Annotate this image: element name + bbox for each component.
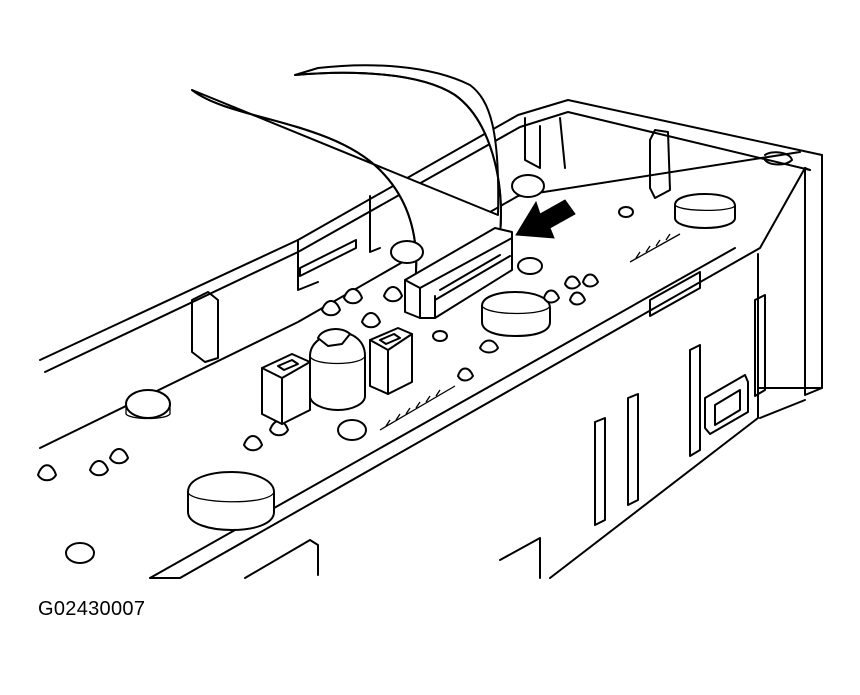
arrow-icon — [515, 199, 576, 239]
ribbon-cable — [191, 64, 502, 286]
housing-tray — [39, 99, 823, 579]
circuit-board-components — [37, 174, 736, 564]
figure-caption: G02430007 — [38, 598, 146, 620]
ribbon-connector — [404, 227, 513, 319]
